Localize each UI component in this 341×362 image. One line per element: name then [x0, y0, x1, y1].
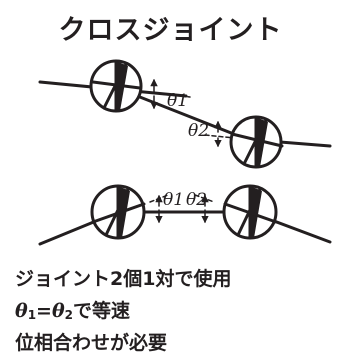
cross-joint-icon	[89, 59, 143, 113]
note-line-1: ジョイント2個1対で使用	[15, 268, 232, 290]
theta-subscript-1: 1	[27, 308, 37, 322]
angle-label-theta2-top: θ2	[188, 121, 209, 141]
cross-joint-icon	[90, 184, 146, 240]
note-line-3: 位相合わせが必要	[15, 332, 168, 354]
top-joint-config	[38, 59, 332, 169]
note-line-2-tail: で等速	[73, 300, 131, 322]
angle-label-theta1-top: θ1	[167, 91, 188, 111]
reference-line-2	[204, 134, 255, 141]
theta-symbol: θ	[15, 300, 28, 322]
note-line-2: θ1=θ2で等速	[15, 296, 130, 323]
cross-joint-icon	[222, 184, 278, 240]
theta-subscript-2: 2	[64, 308, 74, 322]
page-title: クロスジョイント	[58, 15, 283, 46]
theta-symbol: θ	[51, 300, 65, 322]
bottom-joint-config	[38, 184, 332, 246]
angle-label-theta1-bottom: θ1	[163, 190, 184, 210]
reference-line-1	[159, 93, 191, 98]
equals-sign: =	[36, 300, 52, 322]
cross-joint-icon	[229, 115, 284, 169]
angle-label-theta2-bottom: θ2	[186, 190, 207, 210]
